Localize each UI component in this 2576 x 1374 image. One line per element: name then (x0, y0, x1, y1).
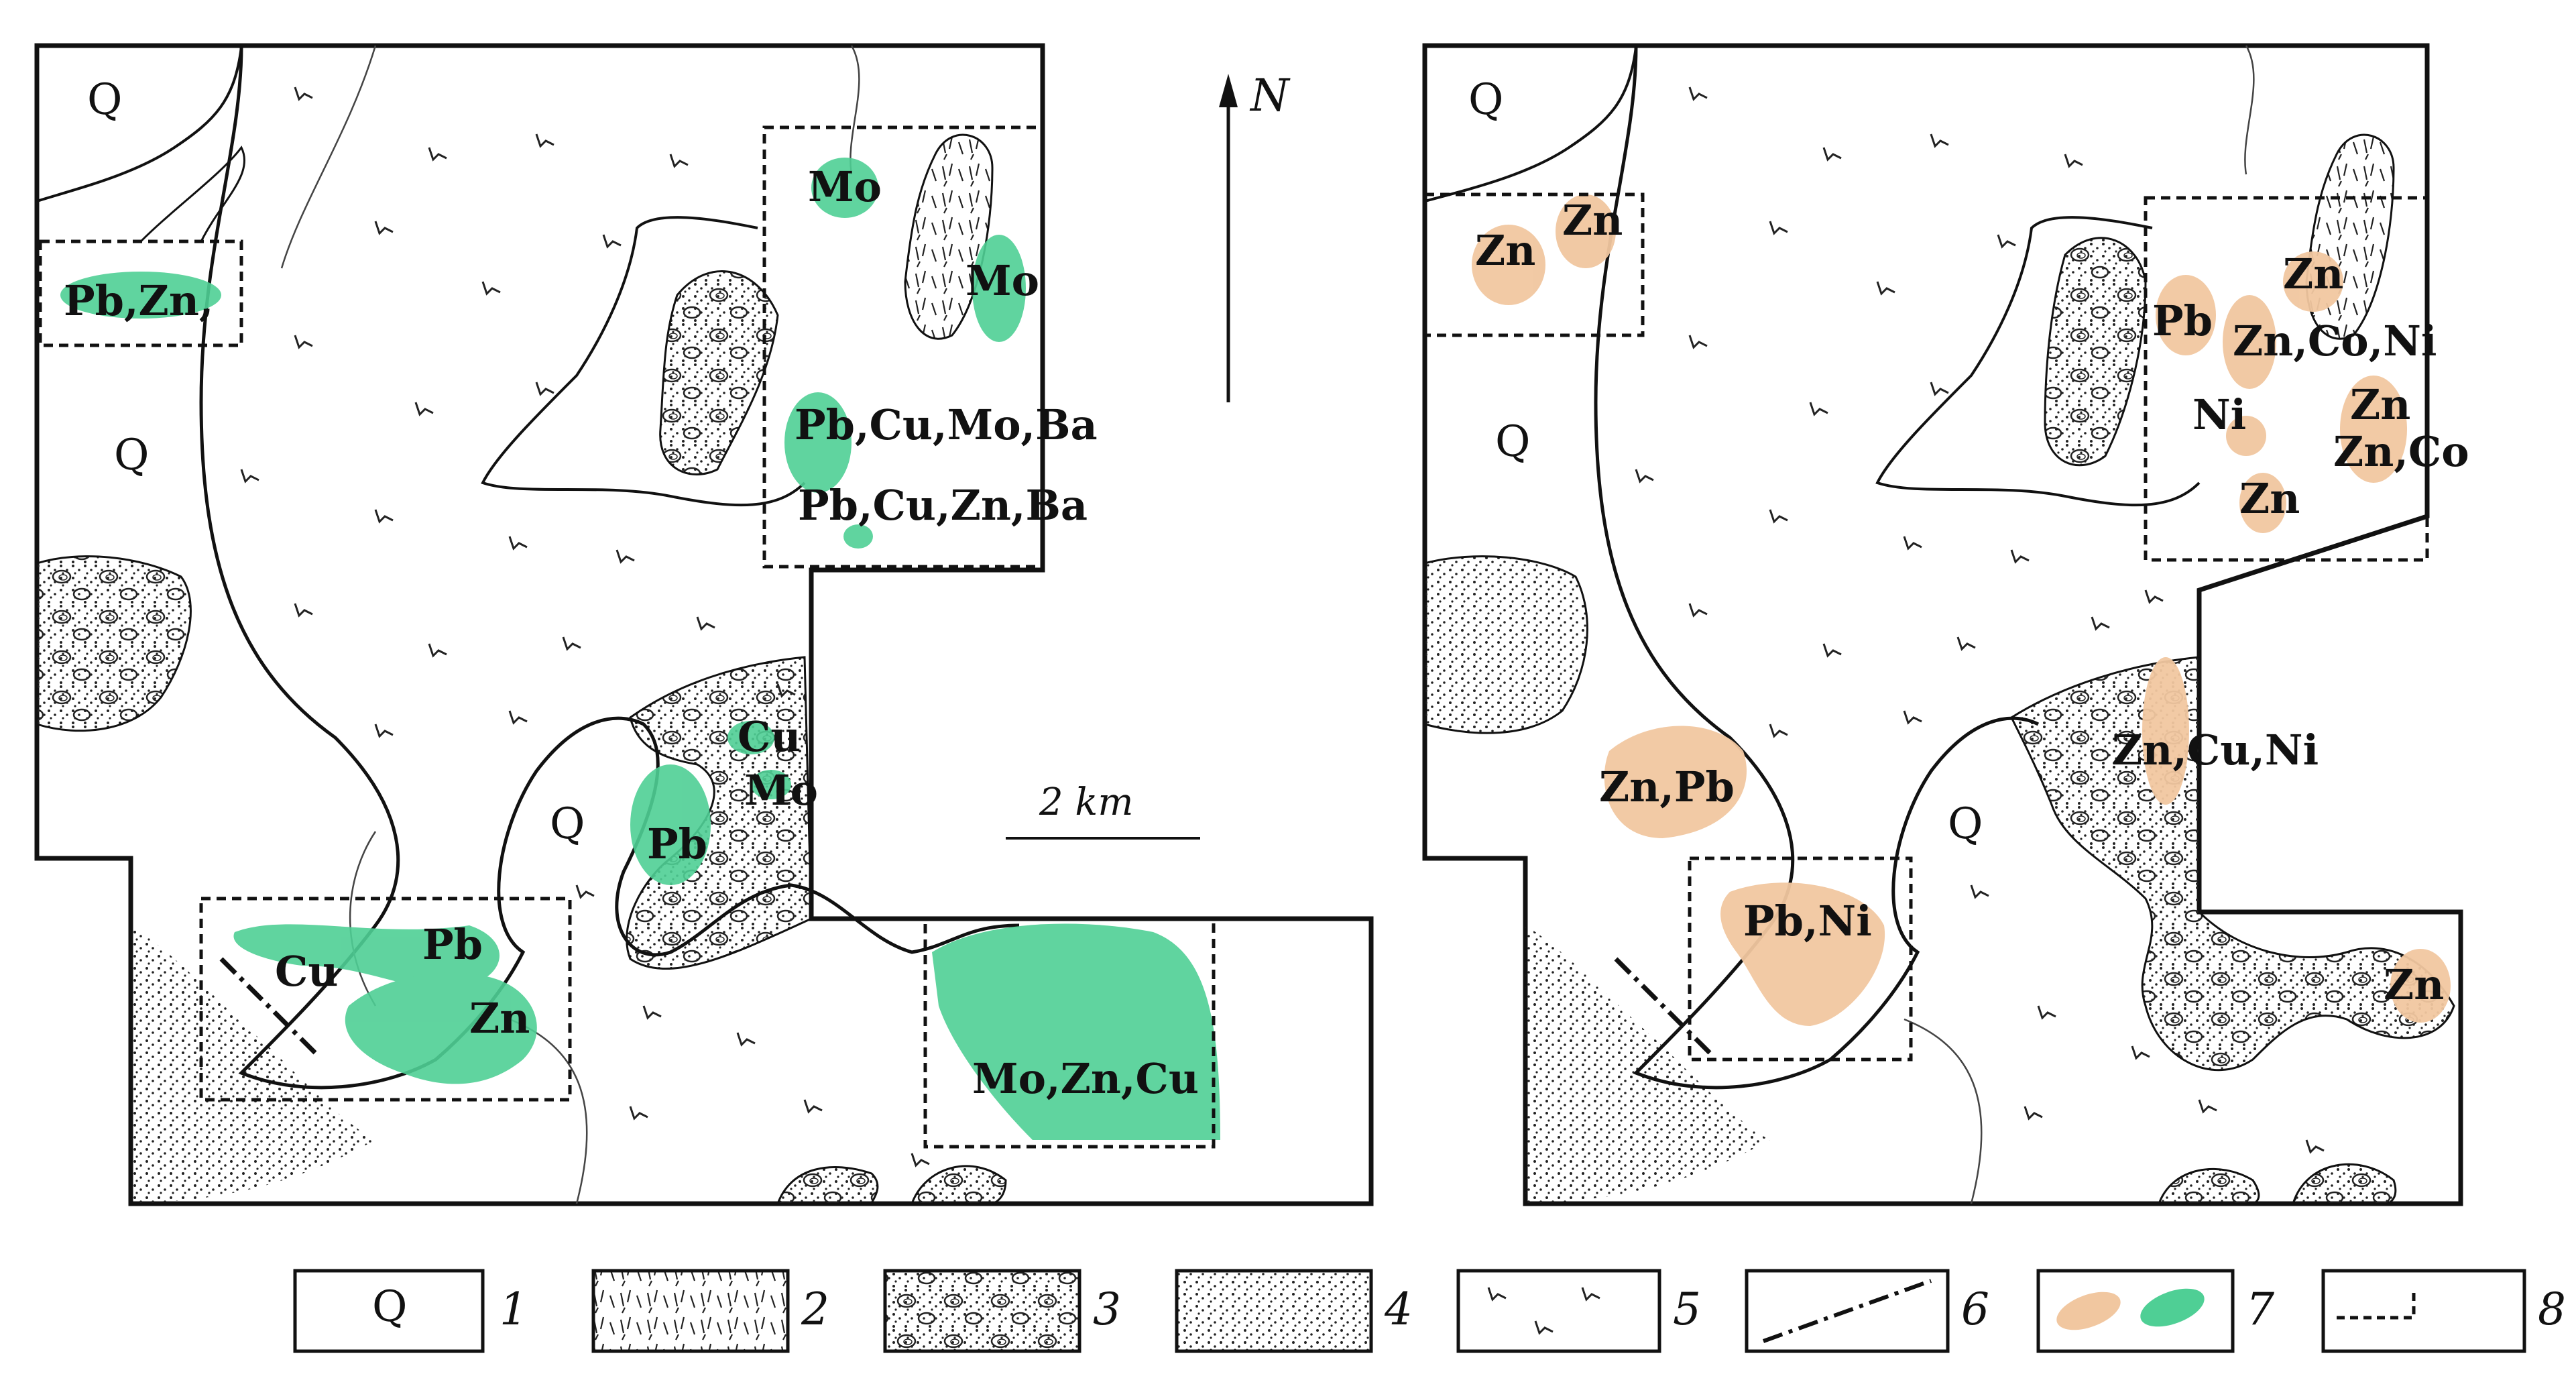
right-anomaly-label: Zn (2283, 249, 2343, 298)
left-anomaly-label: Mo (744, 766, 818, 815)
left-anomaly-label: Pb,Zn, (64, 276, 213, 325)
right-q-label-nw: Q (1468, 75, 1503, 125)
right-dashed-areas (1423, 192, 2429, 1062)
left-dashed-areas (38, 125, 1216, 1149)
legend-item-7: 7 (2036, 1269, 2274, 1353)
right-q-label-center: Q (1948, 799, 1983, 849)
left-pebble-area-bottom (776, 1166, 879, 1205)
left-pebble-area-west (36, 555, 192, 732)
left-anomaly-label: Mo (808, 162, 882, 211)
legend-number: 7 (2246, 1283, 2274, 1335)
right-fine-dots-area (1525, 925, 1770, 1204)
left-nw-fold (139, 146, 246, 243)
right-anomaly-label: Zn,Co,Ni (2233, 317, 2437, 365)
right-map: Q Q Q Zn Zn Zn Pb Zn,Co,Ni Ni Zn Zn,Co Z… (1422, 43, 2469, 1206)
left-q-label-nw: Q (87, 75, 122, 125)
right-orange-anomalies (1472, 194, 2451, 1026)
left-dash-area (904, 133, 994, 340)
legend-symbol-q: Q (372, 1282, 407, 1332)
scale-bar: 2 km (1006, 781, 1200, 840)
right-volcanic-boundary (1594, 46, 2040, 1090)
left-anomaly-label: Pb (647, 819, 707, 868)
left-anomaly-label: Cu (275, 947, 338, 996)
legend-item-1: Q 1 (293, 1269, 528, 1353)
right-stream-1 (2244, 45, 2255, 175)
left-fault-line (219, 957, 317, 1055)
legend: Q 1 2 3 4 5 6 7 (293, 1269, 2566, 1353)
left-anomaly-label: Mo,Zn,Cu (972, 1054, 1199, 1103)
legend-number: 1 (500, 1283, 528, 1335)
legend-item-4: 4 (1175, 1269, 1413, 1353)
right-anomaly-label: Zn,Pb (1599, 762, 1735, 811)
left-inner-boundary (481, 216, 806, 507)
legend-number: 8 (2538, 1283, 2566, 1335)
left-fine-dots-area (131, 925, 375, 1204)
legend-item-6: 6 (1745, 1269, 1989, 1353)
right-pebble-area-central (2044, 237, 2147, 467)
legend-number: 4 (1384, 1283, 1413, 1335)
right-fault-line (1614, 957, 1712, 1055)
left-stream-3 (349, 831, 377, 1007)
right-anomaly-label: Ni (2192, 390, 2246, 439)
legend-item-5: 5 (1456, 1269, 1701, 1353)
left-green-anomalies (60, 158, 1220, 1140)
left-anomaly-label: Pb,Cu,Zn,Ba (798, 481, 1088, 530)
left-q-label-w: Q (114, 431, 149, 480)
left-pebble-area-central (659, 270, 779, 475)
legend-number: 2 (801, 1283, 829, 1335)
left-anomaly-label: Mo (965, 256, 1039, 305)
right-pebble-area-south (2010, 656, 2455, 1072)
legend-item-8: 8 (2321, 1269, 2566, 1353)
left-nw-boundary (36, 46, 243, 203)
right-stream-2 (1904, 1018, 1983, 1204)
left-anomaly-label: Zn (469, 994, 530, 1043)
left-anomaly-label: Pb (422, 920, 483, 969)
left-anomaly-label: Cu (738, 712, 801, 761)
right-anomaly-label: Zn (1562, 196, 1623, 245)
right-q-label-w: Q (1495, 417, 1530, 467)
left-anomaly-label: Pb,Cu,Mo,Ba (795, 400, 1098, 449)
scale-label: 2 km (1039, 781, 1133, 824)
north-arrow: N (1219, 70, 1291, 402)
left-volcanic-boundary (199, 46, 1020, 1090)
north-label: N (1249, 70, 1291, 121)
right-anomaly-label: Zn (2384, 960, 2444, 1009)
right-pebble-area-west (1423, 555, 1588, 734)
right-inner-boundary (1875, 216, 2201, 507)
left-pebble-area-bottom-2 (910, 1165, 1007, 1205)
right-pebble-area-bottom (2157, 1167, 2260, 1205)
left-map: Q Q Q Pb,Zn, Mo Mo Pb,Cu,Mo,Ba Pb,Cu,Zn,… (34, 43, 1374, 1206)
right-anomaly-label: Zn (1475, 226, 1535, 275)
right-pebble-area-bottom-2 (2291, 1163, 2397, 1205)
right-anomaly-label: Pb (2152, 296, 2213, 345)
right-anomaly-label: Pb,Ni (1743, 897, 1872, 946)
right-anomaly-label: Zn,Co (2333, 427, 2469, 476)
left-q-label-center: Q (550, 799, 585, 849)
left-stream-1 (280, 45, 377, 269)
legend-item-2: 2 (591, 1269, 829, 1353)
right-anomaly-label: Zn (2350, 380, 2410, 429)
legend-item-3: 3 (883, 1269, 1121, 1353)
right-nw-boundary (1424, 46, 1637, 203)
legend-number: 5 (1673, 1283, 1701, 1335)
right-anomaly-label: Zn,Cu,Ni (2112, 726, 2319, 775)
legend-number: 6 (1961, 1283, 1989, 1335)
right-anomaly-label: Zn (2239, 474, 2300, 523)
legend-number: 3 (1093, 1283, 1121, 1335)
